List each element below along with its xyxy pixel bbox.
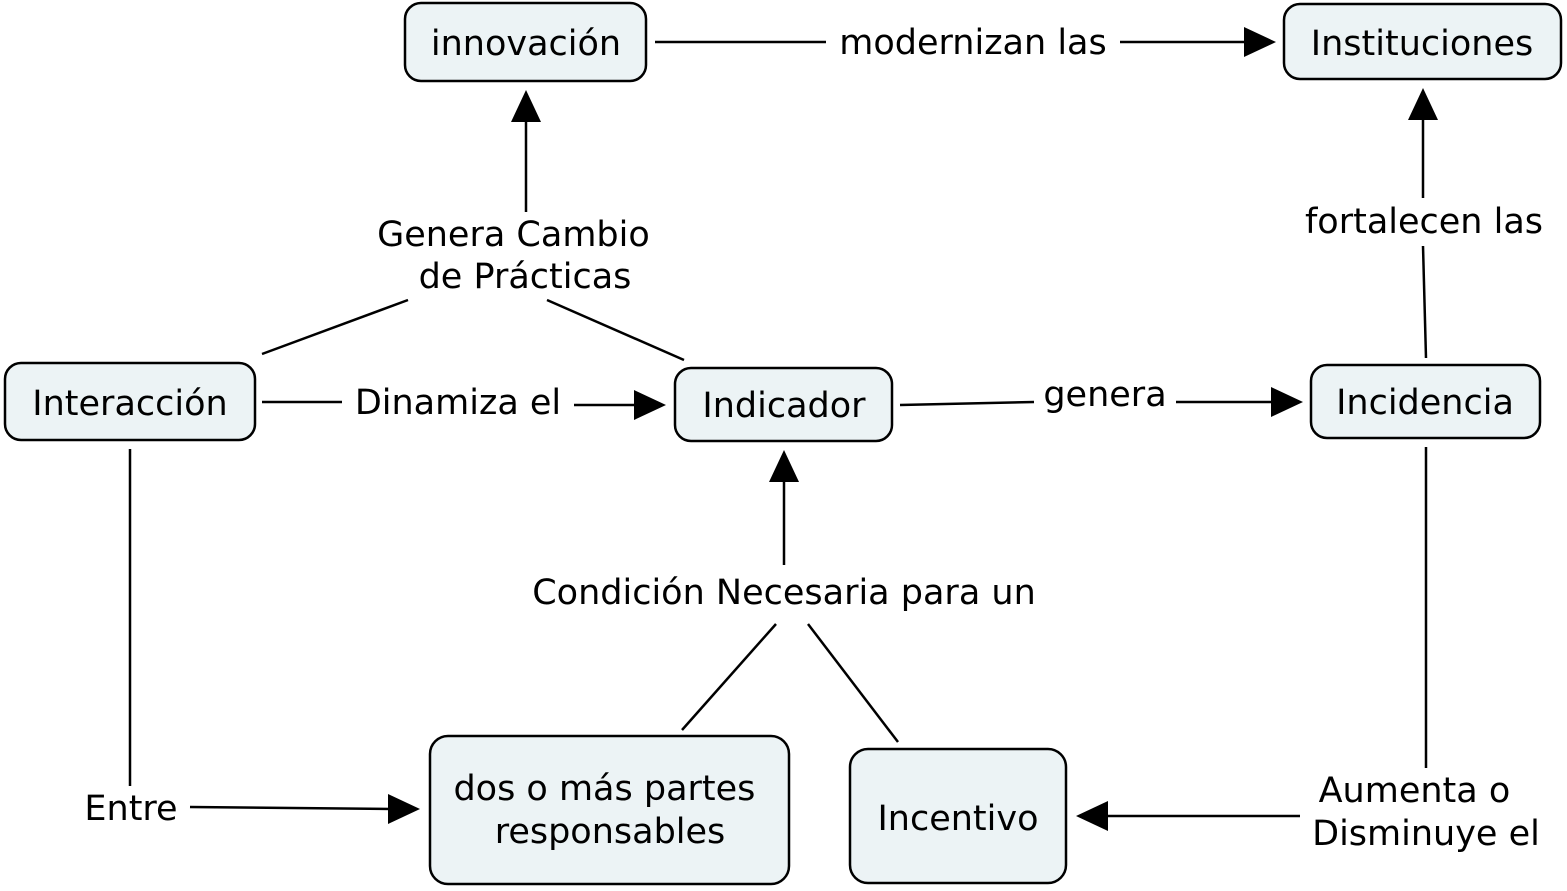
arrowhead-to-instituciones-bottom (1408, 88, 1438, 120)
connector-incidencia-fortalecen (1421, 245, 1428, 359)
concept-incidencia[interactable]: Incidencia (1309, 363, 1542, 440)
arrowhead-to-indicador-left (634, 390, 666, 420)
link-genera-cambio-line-2: de Prácticas (419, 257, 632, 297)
concept-innovacion[interactable]: innovación (403, 1, 648, 83)
concept-incentivo[interactable]: Incentivo (848, 747, 1068, 885)
concept-partes-responsables[interactable]: dos o más partes responsables (428, 734, 791, 886)
concept-innovacion-label: innovación (431, 24, 621, 64)
link-fortalecen-las: fortalecen las (1305, 202, 1543, 242)
concept-incidencia-label: Incidencia (1336, 383, 1514, 423)
connectors (128, 27, 1438, 831)
link-genera-cambio-line-1: Genera Cambio (377, 215, 650, 255)
link-genera: genera (1043, 375, 1166, 415)
link-aumenta-line-2: Disminuye el (1312, 814, 1540, 854)
link-genera-cambio: Genera Cambio de Prácticas (377, 215, 661, 297)
arrowhead-to-indicador-bottom (769, 450, 799, 482)
arrowhead-to-incentivo (1076, 801, 1108, 831)
concept-partes-line-1: dos o más partes (453, 769, 755, 809)
concept-indicador-label: Indicador (702, 386, 866, 426)
concept-interaccion[interactable]: Interacción (3, 361, 257, 442)
connector-indicador-genera (899, 400, 1035, 407)
concept-partes-label: dos o más partes responsables (453, 769, 766, 852)
concept-incentivo-label: Incentivo (877, 799, 1038, 839)
arrowhead-to-innovacion (511, 90, 541, 122)
concept-partes-line-2: responsables (495, 812, 726, 852)
arrowhead-to-partes (388, 794, 420, 824)
link-aumenta-line-1: Aumenta o (1319, 771, 1511, 811)
concept-instituciones-label: Instituciones (1311, 24, 1533, 64)
connector-interaccion-genera-cambio (261, 298, 409, 356)
arrowhead-to-instituciones (1244, 27, 1276, 57)
connector-partes-condicion (681, 623, 777, 731)
arrowhead-to-incidencia (1271, 387, 1303, 417)
connector-indicador-genera-cambio (546, 298, 685, 362)
concept-interaccion-label: Interacción (32, 384, 227, 424)
link-modernizan-las: modernizan las (839, 23, 1106, 63)
concept-indicador[interactable]: Indicador (673, 366, 894, 443)
link-aumenta-disminuye: Aumenta o Disminuye el (1312, 771, 1540, 854)
link-condicion-necesaria: Condición Necesaria para un (532, 573, 1036, 613)
connector-incentivo-condicion (807, 623, 899, 743)
concept-instituciones[interactable]: Instituciones (1282, 2, 1563, 81)
link-dinamiza-el: Dinamiza el (355, 383, 561, 423)
connector-entre-partes (189, 805, 393, 811)
link-entre: Entre (84, 789, 177, 829)
